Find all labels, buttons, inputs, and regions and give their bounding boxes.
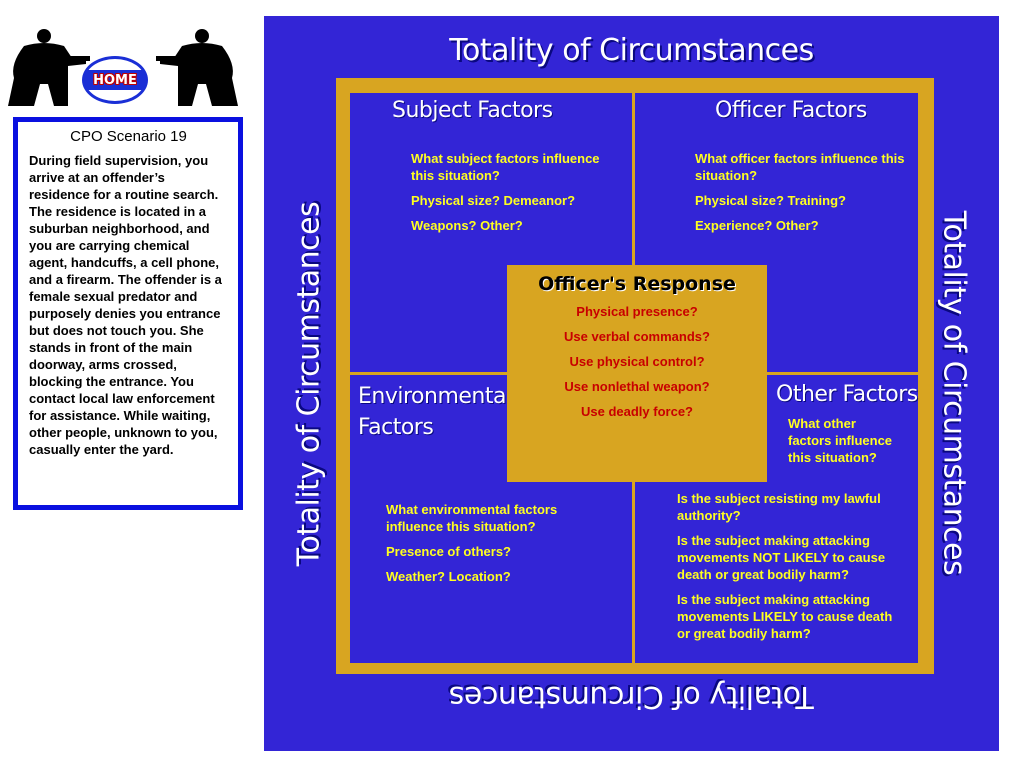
diagram-title-bottom: Totality of Circumstances — [449, 679, 814, 714]
subject-factors-questions: What subject factors influence this situ… — [411, 150, 626, 242]
response-option: Physical presence? — [576, 304, 698, 319]
officer-question: What officer factors influence this situ… — [695, 151, 905, 183]
scenario-description: During field supervision, you arrive at … — [29, 153, 222, 457]
home-banner — [6, 28, 242, 108]
diagram-title-left: Totality of Circumstances — [291, 201, 327, 567]
other-factors-intro: What other factors influence this situat… — [788, 416, 893, 465]
other-factors-quadrant: Other Factors What other factors influen… — [635, 375, 918, 663]
officer-factors-heading: Officer Factors — [715, 98, 867, 123]
response-option: Use verbal commands? — [564, 329, 710, 344]
scenario-panel: CPO Scenario 19 During field supervision… — [13, 117, 243, 510]
response-option: Use deadly force? — [581, 404, 693, 419]
diagram-title-top: Totality of Circumstances — [449, 33, 814, 68]
home-button-band: HOME — [85, 70, 145, 90]
environmental-question: What environmental factors influence thi… — [386, 502, 558, 534]
environmental-heading-line: Environmental — [358, 384, 512, 409]
other-factors-questions: Is the subject resisting my lawful autho… — [677, 490, 907, 650]
home-button-label: HOME — [93, 72, 137, 88]
response-option: Use physical control? — [569, 354, 705, 369]
other-question: Is the subject making attacking movement… — [677, 533, 886, 582]
officer-question: Physical size? Training? — [695, 193, 846, 208]
other-factors-heading: Other Factors — [776, 382, 918, 407]
officers-response-box: Officer's Response Physical presence? Us… — [507, 265, 767, 482]
other-question: Is the subject making attacking movement… — [677, 592, 893, 641]
environmental-question: Presence of others? — [386, 544, 511, 559]
response-option: Use nonlethal weapon? — [564, 379, 710, 394]
subject-question: What subject factors influence this situ… — [411, 151, 600, 183]
officer-factors-questions: What officer factors influence this situ… — [695, 150, 910, 242]
subject-question: Physical size? Demeanor? — [411, 193, 576, 208]
environmental-factors-heading: Environmental Factors — [358, 381, 512, 443]
diagram-title-right: Totality of Circumstances — [936, 210, 972, 576]
home-button[interactable]: HOME — [82, 56, 148, 104]
subject-question: Weapons? Other? — [411, 218, 523, 233]
scenario-title: CPO Scenario 19 — [70, 128, 187, 145]
officer-silhouettes-icon — [8, 29, 238, 106]
subject-factors-heading: Subject Factors — [392, 98, 553, 123]
environmental-factors-questions: What environmental factors influence thi… — [386, 501, 586, 593]
totality-diagram: Totality of Circumstances Totality of Ci… — [264, 16, 999, 751]
other-question: Is the subject resisting my lawful autho… — [677, 491, 881, 523]
officer-question: Experience? Other? — [695, 218, 819, 233]
officers-response-title: Officer's Response — [538, 273, 736, 295]
environmental-question: Weather? Location? — [386, 569, 511, 584]
environmental-heading-line: Factors — [358, 415, 434, 440]
